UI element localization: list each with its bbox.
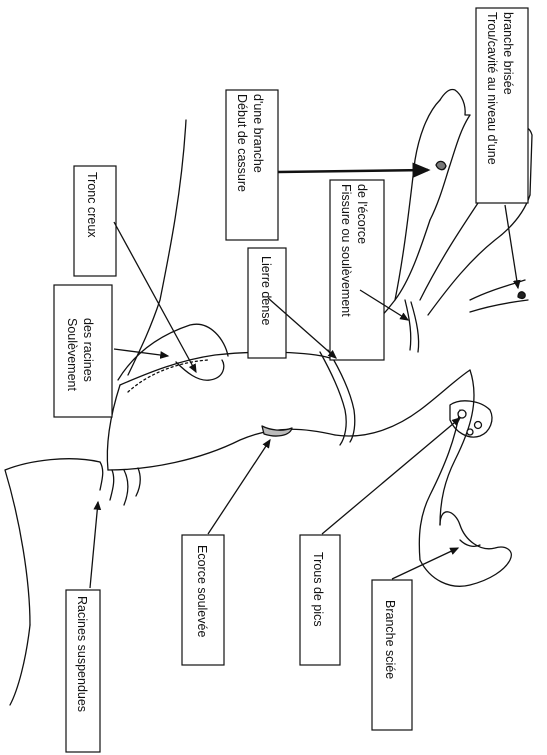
hollow-cavity <box>176 360 224 380</box>
woodpecker-hole-3 <box>467 429 473 435</box>
label-fissure-1: Fissure ou soulèvement <box>339 184 353 317</box>
trunk-lower-edge <box>108 429 335 470</box>
root-lower-left-2 <box>10 625 30 705</box>
arrow-ecorce <box>208 440 270 534</box>
branch-lower-tip <box>420 512 511 586</box>
branch-up-1 <box>395 100 440 300</box>
label-debut-cassure-1: Début de cassure <box>235 94 249 192</box>
ivy-band <box>320 350 355 445</box>
trunk-upper-edge <box>120 352 330 385</box>
label-soulevement-2: des racines <box>81 318 95 382</box>
arrow-debut-cassure <box>278 170 428 172</box>
branch-up-tip <box>440 89 470 115</box>
lifted-bark <box>262 426 292 436</box>
arrow-soulevement <box>114 349 168 356</box>
label-branche-sciee: Branche sciée <box>383 600 397 679</box>
branch-up-crack <box>436 161 446 169</box>
branch-up-2 <box>430 115 470 220</box>
branch-right-2 <box>428 195 530 315</box>
label-lierre: Lierre dense <box>259 256 273 326</box>
fissure <box>405 300 419 352</box>
label-tronc-creux: Tronc creux <box>85 172 99 238</box>
woodpecker-hole-1 <box>458 410 466 418</box>
label-ecorce: Ecorce soulevée <box>195 545 209 637</box>
arrow-trou-cavite <box>505 205 518 288</box>
label-fissure-2: de l'écorce <box>355 184 369 244</box>
label-trou-cavite-2: branche brisée <box>501 12 515 95</box>
arrow-tronc-creux <box>114 222 196 372</box>
label-texts: Trou/cavité au niveau d'une branche bris… <box>65 12 515 712</box>
branch-lower-2 <box>419 410 460 560</box>
label-racines: Racines suspendues <box>75 596 89 712</box>
arrow-branche-sciee <box>392 548 458 579</box>
label-soulevement-1: Soulèvement <box>65 318 79 391</box>
arrows <box>90 170 518 588</box>
label-trou-cavite-1: Trou/cavité au niveau d'une <box>485 12 499 165</box>
label-trous-pics: Trous de pics <box>311 552 325 627</box>
branch-cavity <box>518 292 525 299</box>
branch-lower-1 <box>440 370 474 525</box>
woodpecker-hole-2 <box>475 422 482 429</box>
label-debut-cassure-2: d'une branche <box>251 94 265 173</box>
arrow-racines <box>90 502 98 588</box>
